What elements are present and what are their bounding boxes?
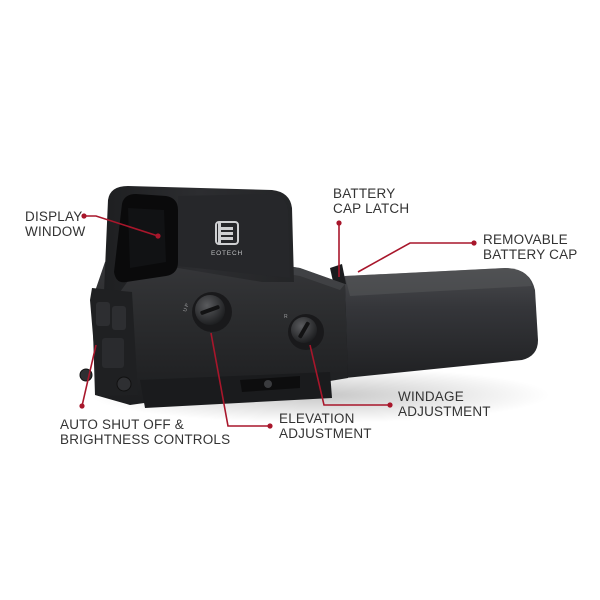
dot-display-window-end bbox=[155, 233, 161, 239]
label-display-window: DISPLAY WINDOW bbox=[25, 209, 85, 239]
display-window-glass bbox=[128, 208, 166, 268]
label-elevation-adjustment-line2: ADJUSTMENT bbox=[279, 426, 372, 441]
leader-display-window bbox=[84, 215, 159, 237]
label-windage-adjustment: WINDAGE ADJUSTMENT bbox=[398, 389, 491, 419]
dot-removable-battery-cap bbox=[471, 240, 477, 246]
leader-auto-shut-off bbox=[81, 344, 97, 407]
battery-compartment bbox=[300, 268, 538, 380]
label-elevation-adjustment: ELEVATION ADJUSTMENT bbox=[279, 411, 372, 441]
label-battery-cap-latch: BATTERY CAP LATCH bbox=[333, 186, 409, 216]
elevation-knob-marking: U P bbox=[182, 302, 191, 313]
battery-cap-top bbox=[345, 268, 532, 296]
dot-display-window bbox=[81, 213, 87, 219]
label-windage-adjustment-line2: ADJUSTMENT bbox=[398, 404, 491, 419]
callout-leaders bbox=[81, 215, 474, 427]
dot-battery-cap-latch bbox=[336, 220, 342, 226]
label-display-window-line2: WINDOW bbox=[25, 224, 86, 239]
windage-knob bbox=[288, 314, 324, 350]
label-removable-battery-cap-line1: REMOVABLE bbox=[483, 232, 568, 247]
label-removable-battery-cap-line2: BATTERY CAP bbox=[483, 247, 578, 262]
label-auto-shut-off-line1: AUTO SHUT OFF & bbox=[60, 417, 185, 432]
brightness-control-buttons bbox=[79, 302, 132, 392]
leader-windage-adjustment bbox=[309, 344, 390, 406]
leader-removable-battery-cap bbox=[357, 242, 474, 273]
leader-elevation-adjustment bbox=[210, 332, 270, 427]
hood-side-face bbox=[178, 194, 290, 278]
label-battery-cap-latch-line2: CAP LATCH bbox=[333, 201, 410, 216]
dot-windage-adjustment bbox=[387, 402, 393, 408]
brand-text: EOTECH bbox=[211, 250, 243, 257]
callout-dots bbox=[79, 213, 477, 429]
mount-clamp-screw bbox=[264, 380, 272, 388]
dot-elevation-adjustment bbox=[267, 423, 273, 429]
eotech-logo bbox=[215, 221, 239, 245]
dot-auto-shut-off bbox=[79, 403, 85, 409]
label-auto-shut-off: AUTO SHUT OFF & BRIGHTNESS CONTROLS bbox=[60, 417, 230, 447]
label-auto-shut-off-line2: BRIGHTNESS CONTROLS bbox=[60, 432, 231, 447]
elevation-knob bbox=[192, 292, 232, 332]
label-removable-battery-cap: REMOVABLE BATTERY CAP bbox=[483, 232, 577, 262]
label-display-window-line1: DISPLAY bbox=[25, 209, 83, 224]
label-battery-cap-latch-line1: BATTERY bbox=[333, 186, 396, 201]
label-elevation-adjustment-line1: ELEVATION bbox=[279, 411, 355, 426]
label-windage-adjustment-line1: WINDAGE bbox=[398, 389, 464, 404]
windage-knob-marking: R bbox=[284, 314, 288, 320]
